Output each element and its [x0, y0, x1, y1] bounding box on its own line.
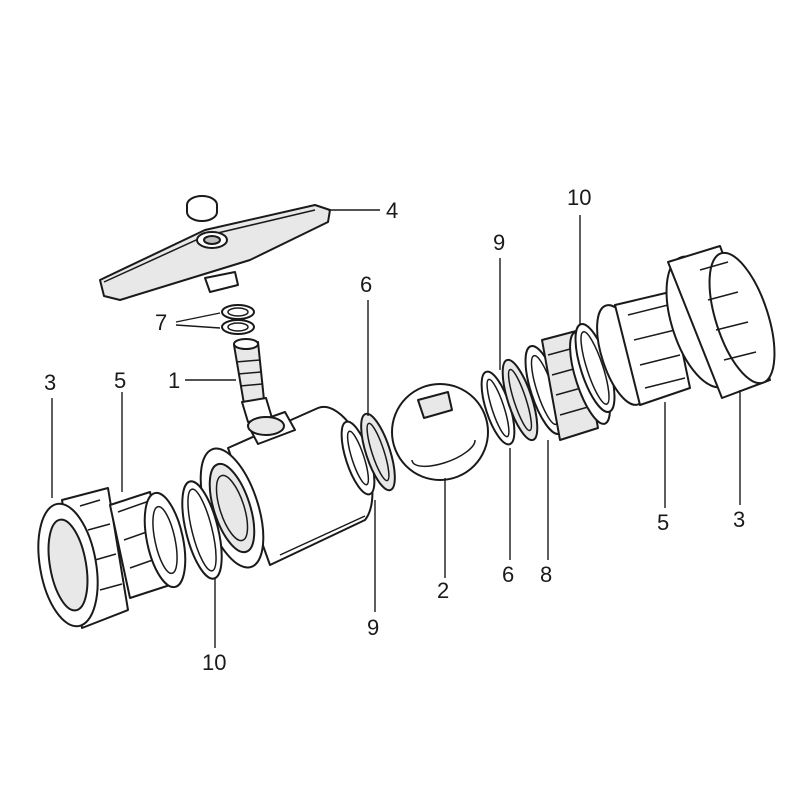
leader-lines: [51, 209, 741, 648]
callout-5-right: 5: [657, 510, 669, 535]
seat-left-part: [340, 412, 396, 496]
o-ring-left-inner: [187, 488, 217, 572]
callout-5-left: 5: [114, 368, 126, 393]
stem-o-rings-part: [221, 304, 255, 335]
o-ring-right-inner: [580, 331, 610, 405]
end-connector-left-part: [109, 491, 187, 599]
callout-1: 1: [168, 368, 180, 393]
callout-10-top: 10: [567, 185, 591, 210]
callout-8: 8: [540, 562, 552, 587]
callout-10-bottom: 10: [202, 650, 226, 675]
callout-4: 4: [386, 198, 398, 223]
handle-part: [99, 204, 331, 301]
callout-9-top: 9: [493, 230, 505, 255]
callout-9-bottom: 9: [367, 615, 379, 640]
callout-2: 2: [437, 578, 449, 603]
callout-6-top: 6: [360, 272, 372, 297]
union-nut-right-part: [665, 245, 776, 399]
o-ring-left-part: [181, 480, 223, 580]
ball-part: [391, 383, 489, 481]
stem-part: [233, 338, 273, 423]
callout-6-bottom: 6: [502, 562, 514, 587]
handle-cap-part: [186, 195, 218, 222]
callout-3-right: 3: [733, 507, 745, 532]
callout-3-left: 3: [44, 370, 56, 395]
union-nut-left-part: [37, 487, 129, 629]
callout-7: 7: [155, 310, 167, 335]
